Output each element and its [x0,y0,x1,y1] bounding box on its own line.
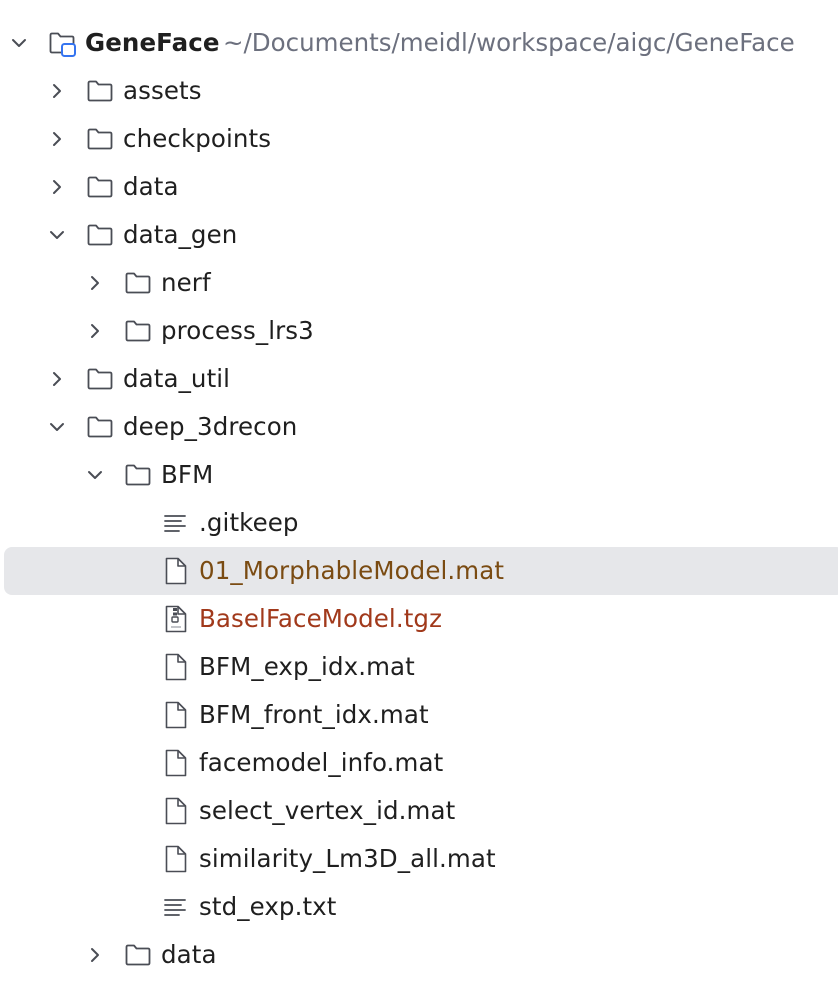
tree-item-label: 01_MorphableModel.mat [199,556,505,585]
tree-row-folder[interactable]: process_lrs3 [0,307,838,355]
tree-row-folder[interactable]: data [0,931,838,979]
tree-item-label: data [123,172,179,201]
file-icon [165,557,187,585]
tree-item-label: process_lrs3 [161,316,314,345]
chevron-right-icon[interactable] [45,127,69,151]
chevron-down-icon[interactable] [7,31,31,55]
tree-item-label: BFM_front_idx.mat [199,700,429,729]
chevron-right-icon[interactable] [45,79,69,103]
tree-item-label: assets [123,76,202,105]
tree-item-label: select_vertex_id.mat [199,796,456,825]
text-file-icon [164,899,186,916]
folder-icon [125,272,151,294]
tree-row-folder[interactable]: nerf [0,259,838,307]
folder-icon [87,416,113,438]
folder-icon [125,320,151,342]
folder-icon [87,80,113,102]
tree-row-file[interactable]: BaselFaceModel.tgz [0,595,838,643]
text-file-icon [164,515,186,532]
file-icon [165,749,187,777]
tree-row-folder[interactable]: BFM [0,451,838,499]
chevron-right-icon[interactable] [45,367,69,391]
tree-row-folder[interactable]: data [0,163,838,211]
tree-row-folder[interactable]: deep_3drecon [0,403,838,451]
project-name: GeneFace [85,28,220,57]
file-icon [165,797,187,825]
tree-item-label: data_gen [123,220,238,249]
folder-icon [87,224,113,246]
tree-item-label: BFM_exp_idx.mat [199,652,415,681]
folder-icon [125,464,151,486]
tree-item-label: nerf [161,268,211,297]
selection-highlight [4,547,838,595]
chevron-right-icon[interactable] [83,271,107,295]
folder-icon [125,944,151,966]
file-icon [165,845,187,873]
tree-row-folder[interactable]: data_util [0,355,838,403]
file-icon [165,701,187,729]
chevron-down-icon[interactable] [45,223,69,247]
tree-row-file[interactable]: BFM_exp_idx.mat [0,643,838,691]
tree-row-folder[interactable]: data_gen [0,211,838,259]
tree-item-label: data [161,940,217,969]
chevron-right-icon[interactable] [83,319,107,343]
tree-row-file[interactable]: select_vertex_id.mat [0,787,838,835]
tree-item-label: checkpoints [123,124,272,153]
chevron-right-icon[interactable] [83,943,107,967]
folder-icon [87,368,113,390]
chevron-down-icon[interactable] [83,463,107,487]
tree-row-file[interactable]: .gitkeep [0,499,838,547]
tree-row-folder[interactable]: assets [0,67,838,115]
tree-item-label: std_exp.txt [199,892,337,921]
module-folder-icon [49,32,76,57]
chevron-down-icon[interactable] [45,415,69,439]
chevron-right-icon[interactable] [45,175,69,199]
archive-file-icon [165,605,187,633]
tree-row-file-selected[interactable]: 01_MorphableModel.mat [0,547,838,595]
tree-row-file[interactable]: BFM_front_idx.mat [0,691,838,739]
tree-row-root[interactable]: GeneFace ~/Documents/meidl/workspace/aig… [0,19,838,67]
file-icon [165,653,187,681]
tree-item-label: BFM [161,460,214,489]
folder-icon [87,128,113,150]
project-path: ~/Documents/meidl/workspace/aigc/GeneFac… [223,28,795,57]
tree-item-label: deep_3drecon [123,412,298,441]
tree-row-file[interactable]: similarity_Lm3D_all.mat [0,835,838,883]
folder-icon [87,176,113,198]
tree-row-file[interactable]: std_exp.txt [0,883,838,931]
tree-item-label: BaselFaceModel.tgz [199,604,443,633]
tree-item-label: data_util [123,364,231,393]
tree-row-file[interactable]: facemodel_info.mat [0,739,838,787]
tree-item-label: similarity_Lm3D_all.mat [199,844,496,873]
tree-item-label: .gitkeep [199,508,299,537]
tree-row-folder[interactable]: checkpoints [0,115,838,163]
tree-item-label: facemodel_info.mat [199,748,444,777]
